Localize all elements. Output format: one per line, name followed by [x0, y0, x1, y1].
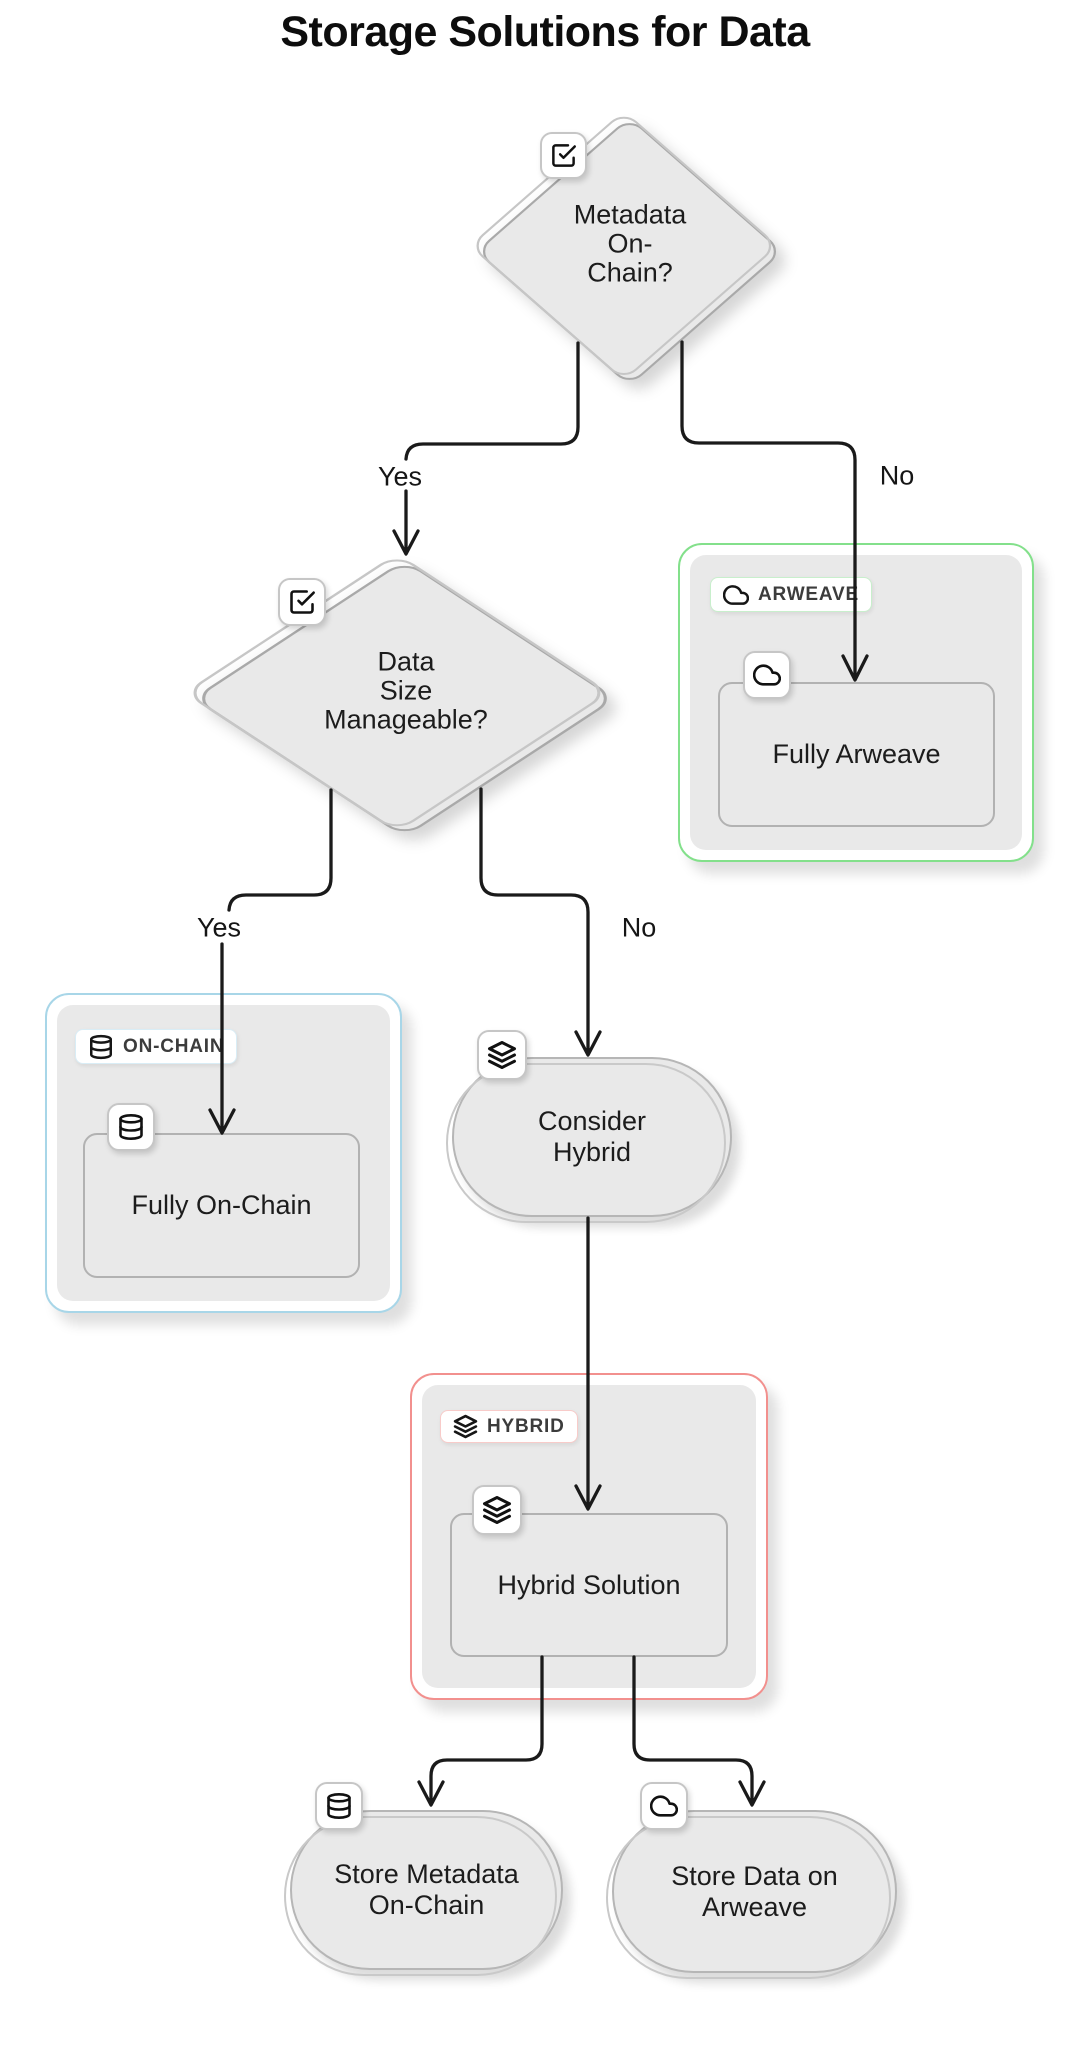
node-label: Metadata	[573, 199, 687, 230]
node-store-metadata-on-chain: Store Metadata On-Chain	[290, 1810, 563, 1970]
node-label: Size	[379, 675, 433, 706]
database-icon	[107, 1103, 155, 1151]
node-label: Data	[377, 646, 435, 677]
database-icon	[315, 1782, 363, 1830]
group-label-hybrid: HYBRID	[440, 1410, 578, 1443]
node-label: Fully Arweave	[772, 739, 941, 769]
connector-datasize-yes	[227, 788, 333, 912]
cloud-icon	[723, 582, 749, 608]
page-title: Storage Solutions for Data	[280, 8, 810, 56]
connector-metadata-yes	[404, 341, 580, 461]
node-label: Consider	[537, 1106, 647, 1136]
group-label-text: HYBRID	[487, 1415, 565, 1437]
node-label: Hybrid Solution	[497, 1569, 681, 1600]
check-square-icon	[278, 578, 326, 626]
decision-text: Metadata On- Chain?	[573, 199, 687, 288]
node-label: Store Data on	[671, 1860, 838, 1891]
node-label: Manageable?	[324, 704, 488, 735]
group-label-text: ARWEAVE	[758, 583, 859, 605]
node-label: Chain?	[587, 257, 673, 288]
node-label: On-Chain	[368, 1890, 485, 1920]
connector-metadata-yes-arrow	[392, 489, 420, 556]
node-hybrid-solution: Hybrid Solution	[450, 1513, 728, 1657]
group-label-on-chain: ON-CHAIN	[75, 1029, 238, 1064]
connector-datasize-no	[479, 787, 602, 1057]
layers-icon	[472, 1485, 522, 1535]
check-square-icon	[540, 132, 587, 179]
edge-label-yes: Yes	[196, 912, 242, 943]
decision-text: Data Size Manageable?	[324, 646, 488, 735]
edge-label-yes: Yes	[377, 461, 423, 492]
database-icon	[88, 1034, 114, 1060]
cloud-icon	[743, 651, 791, 699]
node-fully-arweave: Fully Arweave	[718, 682, 995, 827]
layers-icon	[477, 1030, 527, 1080]
edge-label-no: No	[879, 460, 915, 491]
cloud-icon	[640, 1782, 688, 1830]
node-label: Arweave	[701, 1891, 808, 1922]
node-label: On-	[607, 228, 653, 259]
node-fully-on-chain: Fully On-Chain	[83, 1133, 360, 1278]
node-label: Store Metadata	[334, 1859, 519, 1889]
group-label-arweave: ARWEAVE	[710, 577, 872, 612]
layers-icon	[453, 1414, 478, 1439]
node-label: Hybrid	[552, 1137, 632, 1167]
group-label-text: ON-CHAIN	[123, 1035, 225, 1057]
node-consider-hybrid: Consider Hybrid	[452, 1057, 732, 1217]
edge-label-no: No	[621, 912, 657, 943]
node-store-data-on-arweave: Store Data on Arweave	[612, 1810, 897, 1973]
node-label: Fully On-Chain	[131, 1190, 312, 1220]
